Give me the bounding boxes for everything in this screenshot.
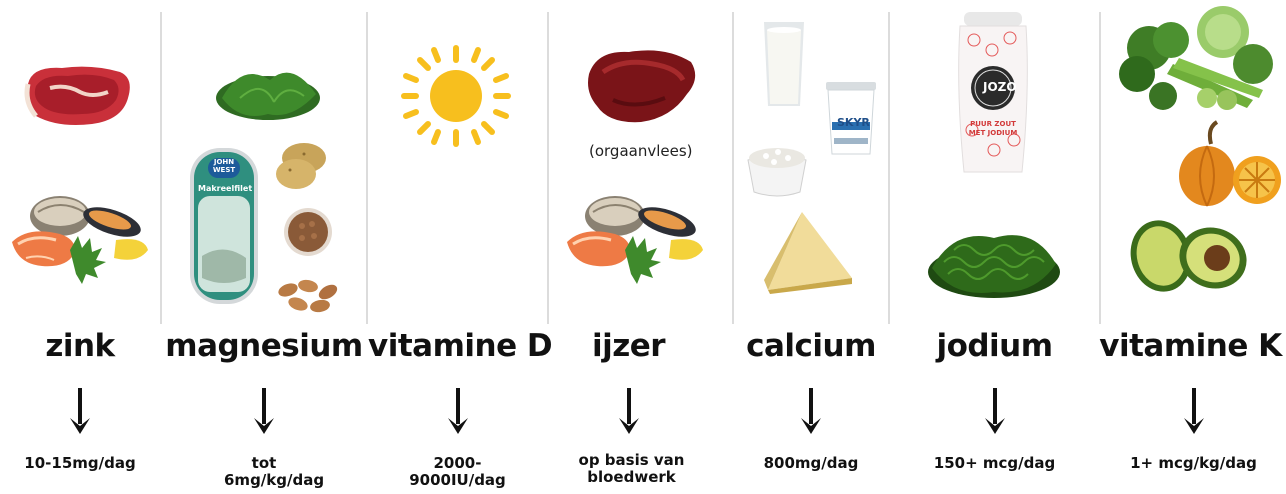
nutrient-column-zink: zink 10-15mg/dag [0,0,160,494]
cottage-cheese-image [744,138,810,198]
spinach-image [212,58,324,124]
nutrient-name: magnesium [165,328,363,364]
nutrient-column-calcium: SKYR calcium 800mg/dag [734,0,888,494]
seaweed-image [924,218,1064,302]
yogurt-brand: SKYR [837,116,870,129]
potatoes-image [274,140,330,192]
nutrient-dose: 1+ mcg/kg/dag [1130,454,1257,472]
nutrient-column-vitamine-k: vitamine K 1+ mcg/kg/dag [1099,0,1286,494]
nutrient-column-ijzer: (orgaanvlees) ijzer op basis van bloedwe… [549,0,732,494]
skyr-cup-image [824,80,878,156]
seafood-image [8,188,150,288]
nutrient-name: ijzer [591,328,666,364]
avocado-image [1127,218,1251,296]
nutrient-name: vitamine K [1099,328,1282,364]
green-vegetables-image [1113,4,1281,114]
nutrient-name: calcium [746,328,876,364]
arrow-down-icon [254,388,274,434]
arrow-down-icon [1183,388,1204,434]
salt-brand: JOZO [983,80,1017,94]
mackerel-tin-image [188,146,260,306]
nutrient-dose: 150+ mcg/dag [933,454,1056,472]
column-divider [547,12,549,324]
buckwheat-bowl-image [282,206,334,258]
iodized-salt-image [954,10,1032,180]
nutrient-dose: op basis van bloedwerk [578,451,685,486]
seafood-image [563,188,705,288]
arrow-down-icon [70,388,90,434]
salt-label-text: PUUR ZOUT MET JODIUM [968,120,1018,137]
sun-icon [400,42,512,150]
fish-tin-brand: JOHN WEST [212,158,236,174]
nutrient-name: vitamine D [368,328,553,364]
nutrient-name: jodium [936,328,1053,364]
nutrient-name: zink [45,328,115,364]
pumpkin-image [1173,120,1283,212]
arrow-down-icon [801,388,821,434]
milk-glass-image [762,20,806,110]
column-divider [366,12,368,324]
almonds-image [274,276,344,316]
arrow-down-icon [984,388,1005,434]
nutrient-dose: tot 6mg/kg/dag [224,454,325,489]
column-divider [1099,12,1101,324]
nutrient-dose: 10-15mg/dag [24,454,136,472]
steak-image [22,62,134,128]
fish-tin-product: Makreelfilet [198,184,253,193]
nutrient-column-vitamine-d: vitamine D 2000-9000IU/dag [368,0,553,494]
nutrient-column-jodium: JOZO PUUR ZOUT MET JODIUM jodium 150+ mc… [890,0,1099,494]
arrow-down-icon [447,388,468,434]
column-divider [732,12,734,324]
nutrient-column-magnesium: JOHN WEST Makreelfilet magnesium tot 6mg… [162,0,366,494]
organ-meat-caption: (orgaanvlees) [589,142,693,160]
column-divider [160,12,162,324]
cheese-wedge-image [762,208,854,294]
arrow-down-icon [618,388,639,434]
nutrient-dose: 800mg/dag [763,454,859,472]
liver-image [583,44,701,126]
column-divider [888,12,890,324]
nutrient-dose: 2000-9000IU/dag [409,454,506,489]
